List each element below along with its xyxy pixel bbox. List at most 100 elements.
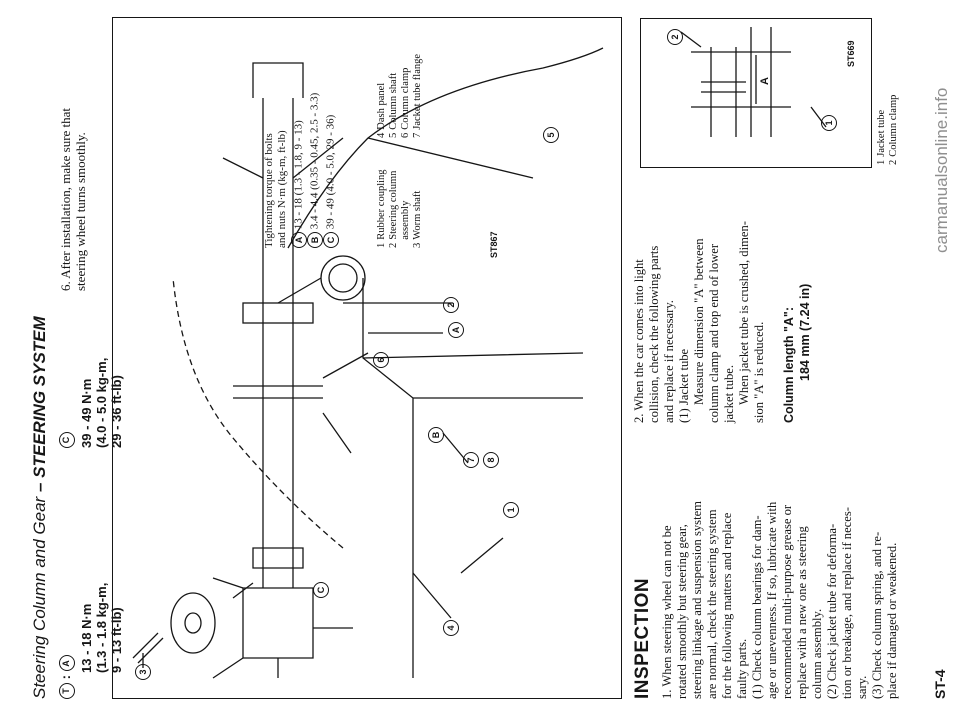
legend-text: Rubber coupling bbox=[376, 169, 387, 240]
figure1-torque-table: Tightening torque of bolts and nuts N·m … bbox=[263, 23, 339, 248]
legend-num: 4 bbox=[376, 132, 387, 138]
jacket-tube-outline bbox=[750, 27, 772, 137]
inspection-line: tion or breakage, and replace if neces- bbox=[840, 507, 854, 699]
inspection-line: (2) Check jacket tube for deforma- bbox=[825, 523, 839, 699]
callout-c: C bbox=[313, 582, 329, 598]
clamp-link bbox=[277, 277, 322, 304]
inspection-line: place if damaged or weakened. bbox=[885, 542, 899, 699]
part-bolt bbox=[132, 632, 164, 664]
wheel-spokes bbox=[222, 137, 344, 179]
legend-text: Column shaft bbox=[388, 72, 399, 130]
inspection-line: rotated smoothly but steering gear, bbox=[675, 524, 689, 699]
callout-a: A bbox=[448, 322, 464, 338]
legend-text: Worm shaft bbox=[412, 190, 423, 240]
figure1-code: ST867 bbox=[489, 231, 499, 258]
step-6-line: steering wheel turns smoothly. bbox=[73, 132, 88, 291]
part-disc bbox=[170, 592, 216, 654]
steering-column-drawing bbox=[132, 47, 604, 679]
figure2-leaders bbox=[680, 31, 827, 128]
collision-text: 2. When the car comes into light collisi… bbox=[632, 173, 813, 423]
step-6-line: 6. After installation, make sure that bbox=[58, 107, 73, 291]
legend-row: 1 Rubber coupling bbox=[376, 166, 388, 248]
torque-row-marker: B bbox=[307, 232, 323, 248]
inspection-line: sary. bbox=[855, 675, 869, 699]
inspection-line: column assembly. bbox=[810, 608, 824, 699]
jacket-tube-drawing bbox=[680, 27, 827, 137]
callout-5: 5 bbox=[543, 127, 559, 143]
header-system: – STEERING SYSTEM bbox=[30, 316, 49, 493]
torque-row-marker: C bbox=[323, 232, 339, 248]
figure2-dimension-label: A bbox=[759, 77, 771, 85]
torque-t-symbol: T bbox=[58, 683, 75, 699]
leader-lines bbox=[142, 137, 534, 668]
callout-6: 6 bbox=[373, 352, 389, 368]
callout-7: 7 bbox=[463, 452, 479, 468]
collision-line: sion "A" is reduced. bbox=[752, 321, 766, 423]
inspection-line: (3) Check column spring, and re- bbox=[870, 531, 884, 699]
legend-text: Jacket tube flange bbox=[412, 53, 423, 130]
legend-num: 7 bbox=[412, 132, 423, 138]
torque-c-marker: C bbox=[58, 432, 75, 448]
callout-2: 2 bbox=[443, 297, 459, 313]
legend-num: 5 bbox=[388, 132, 399, 138]
figure-st669: 1 2 A ST669 bbox=[640, 18, 872, 168]
callout-1: 1 bbox=[503, 502, 519, 518]
dash-panel-line bbox=[362, 278, 414, 678]
column-length-label: Column length "A": bbox=[782, 306, 796, 423]
column-clamp bbox=[242, 302, 314, 324]
column-length: Column length "A": 184 mm (7.24 in) bbox=[781, 173, 813, 423]
legend-text: Dash panel bbox=[376, 82, 387, 130]
clamp-ring-inner bbox=[328, 263, 358, 293]
inspection-line: replace with a new one as steering bbox=[795, 526, 809, 699]
collision-line: 2. When the car comes into light bbox=[632, 259, 646, 423]
legend-num bbox=[400, 240, 412, 248]
legend-row: 1 Jacket tube bbox=[876, 92, 888, 165]
inspection-line: steering linkage and suspension system bbox=[690, 501, 704, 699]
steering-gear-box bbox=[242, 587, 314, 659]
figure2-callout-2: 2 bbox=[667, 29, 683, 45]
legend-row: assembly bbox=[400, 166, 412, 248]
torque-a-marker: A bbox=[58, 655, 75, 672]
torque-row-a: A 13 - 18 (1.3 - 1.8, 9 - 13) bbox=[291, 23, 307, 248]
inspection-line: are normal, check the steering system bbox=[705, 509, 719, 699]
legend-row: 4 Dash panel bbox=[376, 51, 388, 138]
torque-row-text: 39 - 49 (4.0 - 5.0, 29 - 36) bbox=[324, 114, 337, 230]
legend-num: 1 bbox=[376, 242, 387, 248]
page-number: ST-4 bbox=[932, 669, 948, 699]
steering-wheel-rim bbox=[287, 47, 604, 249]
collision-line: Measure dimension "A" between bbox=[692, 238, 706, 405]
torque-row-c: C 39 - 49 (4.0 - 5.0, 29 - 36) bbox=[323, 23, 339, 248]
callout-4: 4 bbox=[443, 620, 459, 636]
figure2-callout-1: 1 bbox=[821, 115, 837, 131]
legend-text: Jacket tube bbox=[876, 109, 887, 157]
callout-8: 8 bbox=[483, 452, 499, 468]
dash-outline bbox=[172, 277, 344, 549]
torque-row-text: 3.4 - 4.4 (0.35 - 0.45, 2.5 - 3.3) bbox=[308, 92, 321, 230]
inspection-line: age or unevenness. If so, lubricate with bbox=[765, 501, 779, 699]
column-jacket bbox=[262, 98, 294, 588]
part-disc-hub bbox=[184, 612, 202, 634]
torque-c-line: (4.0 - 5.0 kg-m, bbox=[93, 357, 109, 448]
torque-a-line: 13 - 18 N·m bbox=[78, 603, 94, 673]
watermark: carmanualsonline.info bbox=[932, 87, 951, 253]
column-length-value: 184 mm (7.24 in) bbox=[798, 283, 812, 381]
legend-num: 2 bbox=[888, 159, 899, 165]
torque-table-title: Tightening torque of bolts bbox=[263, 133, 275, 248]
inspection-line: (1) Check column bearings for dam- bbox=[750, 515, 764, 699]
legend-text: Column clamp bbox=[400, 67, 411, 130]
rubber-coupling bbox=[252, 547, 304, 569]
legend-num: 1 bbox=[876, 159, 887, 165]
collision-line: column clamp and top end of lower bbox=[707, 243, 721, 423]
collision-line: When jacket tube is crushed, dimen- bbox=[737, 221, 751, 405]
legend-num: 2 bbox=[388, 242, 399, 248]
torque-row-text: 13 - 18 (1.3 - 1.8, 9 - 13) bbox=[292, 120, 305, 230]
torque-row-b: B 3.4 - 4.4 (0.35 - 0.45, 2.5 - 3.3) bbox=[307, 23, 323, 248]
torque-table-title: and nuts N·m (kg-m, ft-lb) bbox=[275, 130, 288, 248]
torque-c-line: 39 - 49 N·m bbox=[78, 378, 94, 448]
legend-text: assembly bbox=[400, 200, 411, 240]
